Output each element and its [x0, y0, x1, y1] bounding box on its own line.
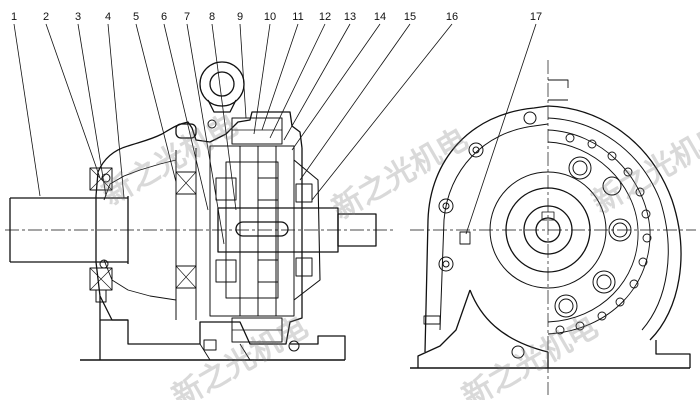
- leader-line-4: [107, 23, 125, 199]
- leader-line-11: [261, 23, 299, 131]
- output-shaft: [9, 196, 129, 264]
- callout-1: 1: [11, 11, 17, 23]
- cycloid-disc-stack: [209, 117, 295, 343]
- outer-casing: [424, 105, 549, 353]
- leader-line-3: [77, 23, 107, 197]
- watermark-text: 新之光机电: [587, 116, 700, 221]
- callout-9: 9: [237, 11, 243, 23]
- watermark-text: 新之光机电: [97, 108, 244, 213]
- leader-line-5: [135, 23, 177, 183]
- callout-10: 10: [264, 11, 276, 23]
- leader-line-10: [253, 23, 271, 135]
- leader-line-12: [269, 23, 326, 139]
- watermark: 新之光机电 新之光机电 新之光机电 新之光机电 新之光机电: [97, 108, 700, 400]
- callout-12: 12: [319, 11, 331, 23]
- leader-line-13: [283, 23, 351, 141]
- leader-line-6: [163, 23, 209, 211]
- casing-bolts: [438, 111, 537, 359]
- leader-line-9: [239, 23, 247, 119]
- base-foot: [80, 296, 346, 361]
- leader-line-1: [13, 23, 41, 197]
- end-cover: [293, 159, 321, 301]
- leader-line-14: [291, 23, 381, 151]
- leader-line-7: [186, 23, 225, 245]
- pedestal-base: [410, 231, 691, 369]
- lifting-eye: [199, 61, 245, 113]
- callout-16: 16: [446, 11, 458, 23]
- leader-line-8: [211, 23, 237, 211]
- callout-14: 14: [374, 11, 386, 23]
- callout-5: 5: [133, 11, 139, 23]
- pin-gear-ring: [547, 129, 652, 335]
- leader-line-2: [45, 23, 101, 179]
- section-view: [5, 61, 395, 361]
- left-bearings: [89, 167, 197, 291]
- breather-plug: [175, 123, 197, 139]
- leader-line-17: [465, 23, 537, 235]
- callout-4: 4: [105, 11, 111, 23]
- hub: [489, 171, 607, 289]
- leader-line-16: [311, 23, 453, 201]
- input-shaft: [217, 207, 377, 253]
- bolts: [95, 119, 300, 352]
- callout-7: 7: [184, 11, 190, 23]
- end-view: [410, 60, 696, 395]
- callout-11: 11: [292, 11, 303, 23]
- watermark-text: 新之光机电: [327, 122, 474, 227]
- leader-line-15: [299, 23, 411, 181]
- watermark-text: 新之光机电: [457, 310, 604, 400]
- callout-3: 3: [75, 11, 81, 23]
- callout-17: 17: [530, 11, 542, 23]
- callout-15: 15: [404, 11, 416, 23]
- callout-13: 13: [344, 11, 356, 23]
- roller-holes: [554, 156, 632, 318]
- callout-8: 8: [209, 11, 215, 23]
- callout-6: 6: [161, 11, 167, 23]
- callout-2: 2: [43, 11, 49, 23]
- leader-lines: [13, 23, 537, 245]
